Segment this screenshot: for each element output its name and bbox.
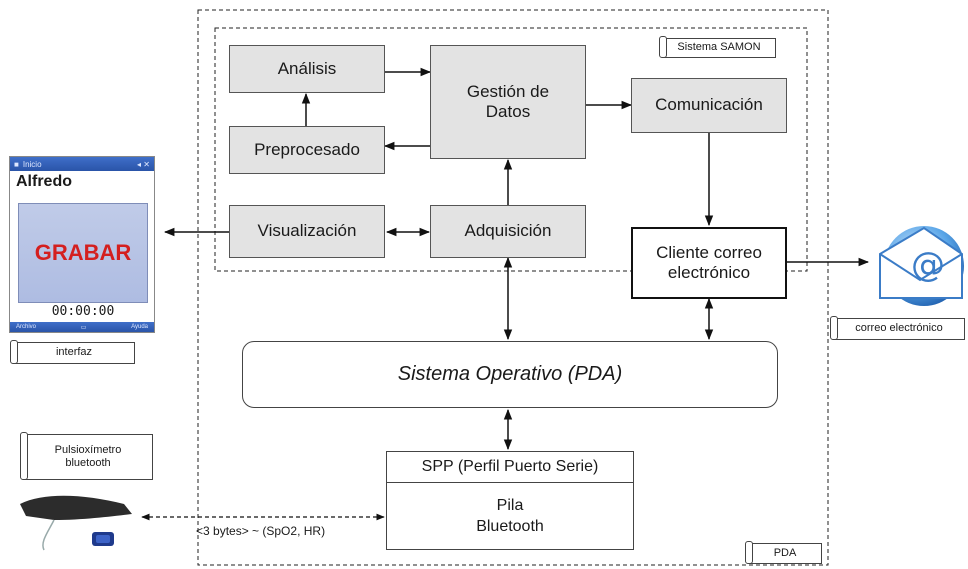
box-analisis: Análisis — [229, 45, 385, 93]
box-adquisicion: Adquisición — [430, 205, 586, 258]
spp-title: SPP (Perfil Puerto Serie) — [387, 452, 633, 483]
phone-menu-left[interactable]: Archivo — [16, 324, 37, 330]
windows-flag-icon: ■ — [14, 159, 19, 169]
pda-label: PDA — [745, 541, 822, 564]
keyboard-icon[interactable]: ▭ — [80, 324, 87, 331]
phone-status-text: Inicio — [22, 159, 42, 169]
box-adquisicion-label: Adquisición — [464, 221, 552, 241]
bt-data-note: <3 bytes> ~ (SpO2, HR) — [196, 524, 325, 538]
phone-user-name: Alfredo — [16, 173, 72, 190]
interfaz-label-text: interfaz — [55, 346, 93, 359]
box-preprocesado-label: Preprocesado — [254, 139, 360, 159]
record-button-label: GRABAR — [34, 240, 132, 265]
box-preprocesado: Preprocesado — [229, 126, 385, 174]
phone-status-bar: ■ Inicio ◂ ✕ — [10, 157, 154, 171]
email-at-icon: @ — [879, 226, 964, 306]
svg-text:@: @ — [911, 245, 945, 285]
box-comunicacion-label: Comunicación — [655, 95, 763, 115]
box-comunicacion: Comunicación — [631, 78, 787, 133]
phone-menu-bar: Archivo ▭ Ayuda — [10, 322, 154, 332]
box-visualizacion-label: Visualización — [257, 221, 357, 241]
box-gestion: Gestión de Datos — [430, 45, 586, 159]
phone-menu-right[interactable]: Ayuda — [131, 324, 148, 330]
phone-status-icons: ◂ ✕ — [137, 159, 150, 169]
os-box: Sistema Operativo (PDA) — [242, 341, 778, 408]
samon-label: Sistema SAMON — [659, 36, 776, 58]
correo-label: correo electrónico — [830, 316, 965, 340]
samon-label-text: Sistema SAMON — [677, 41, 761, 54]
pda-frame — [197, 9, 829, 566]
pda-phone-ui: ■ Inicio ◂ ✕ Alfredo GRABAR 00:00:00 Arc… — [9, 156, 155, 333]
bt-data-note-text: <3 bytes> ~ (SpO2, HR) — [196, 524, 326, 538]
os-label: Sistema Operativo (PDA) — [397, 363, 623, 385]
box-analisis-label: Análisis — [277, 58, 337, 78]
pda-label-text: PDA — [773, 546, 797, 559]
spp-box: SPP (Perfil Puerto Serie) Pila Bluetooth — [386, 451, 634, 550]
correo-label-text: correo electrónico — [855, 322, 943, 335]
box-visualizacion: Visualización — [229, 205, 385, 258]
interfaz-label: interfaz — [10, 340, 135, 364]
box-cliente-correo: Cliente correo electrónico — [631, 227, 787, 299]
box-gestion-label: Gestión de Datos — [466, 81, 550, 121]
box-cliente-label: Cliente correo electrónico — [656, 242, 762, 282]
pulsioximetro-label: Pulsioxímetro bluetooth — [20, 432, 153, 480]
pulse-oximeter-icon — [20, 495, 132, 551]
spp-body-label: Pila Bluetooth — [476, 496, 544, 535]
phone-timer: 00:00:00 — [51, 304, 115, 319]
record-button[interactable]: GRABAR — [18, 203, 148, 303]
spp-body: Pila Bluetooth — [387, 483, 633, 550]
pulsioximetro-label-text: Pulsioxímetro bluetooth — [54, 443, 122, 469]
